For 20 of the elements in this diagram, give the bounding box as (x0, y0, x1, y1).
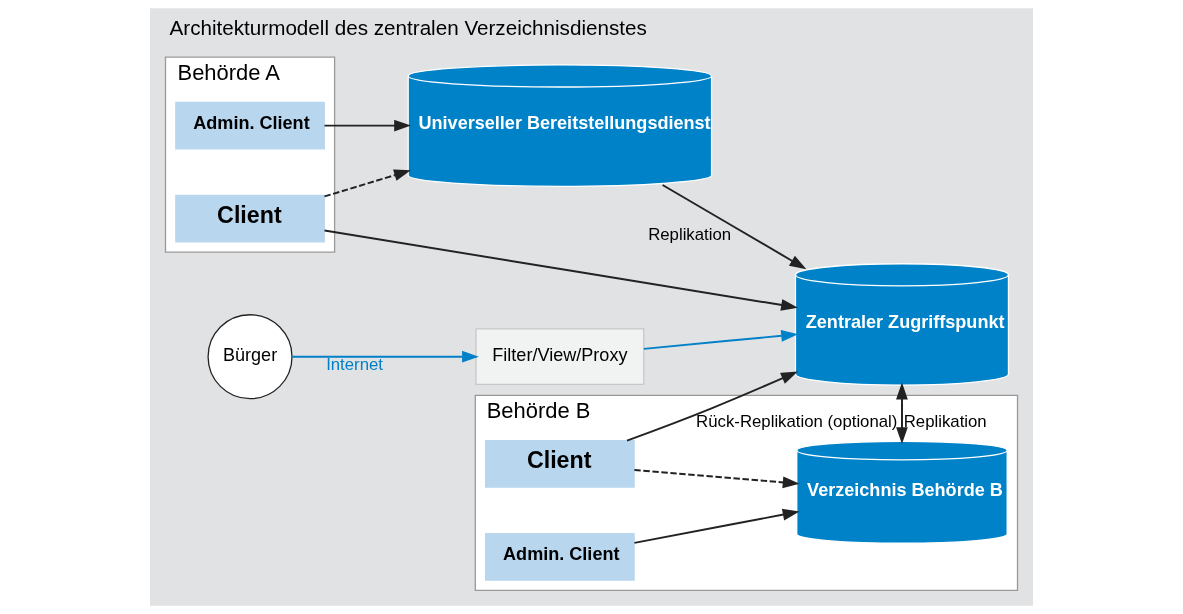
arrow (291, 350, 479, 363)
node-box: Admin. Client (485, 532, 635, 581)
node-box: Filter/View/Proxy (475, 328, 645, 386)
arrow (323, 169, 411, 198)
arrow (626, 371, 798, 442)
arrow (323, 119, 411, 132)
node-box: Admin. Client (175, 101, 325, 150)
diagram-title: Architekturmodell des zentralen Verzeichnisdienstes (169, 16, 647, 39)
arrow (323, 229, 798, 311)
arrow (642, 329, 798, 350)
node-circle: Bürger (207, 314, 293, 400)
arrow (633, 469, 800, 489)
edge-label: Rück-Replikation (optional) (696, 411, 898, 431)
arrow (661, 184, 807, 270)
edge-label: Internet (326, 355, 383, 375)
edge-label: Replikation (648, 224, 732, 244)
edge-label: Replikation (903, 411, 987, 431)
node-box: Client (485, 439, 635, 488)
arrow (633, 508, 800, 544)
node-box: Client (175, 194, 325, 243)
